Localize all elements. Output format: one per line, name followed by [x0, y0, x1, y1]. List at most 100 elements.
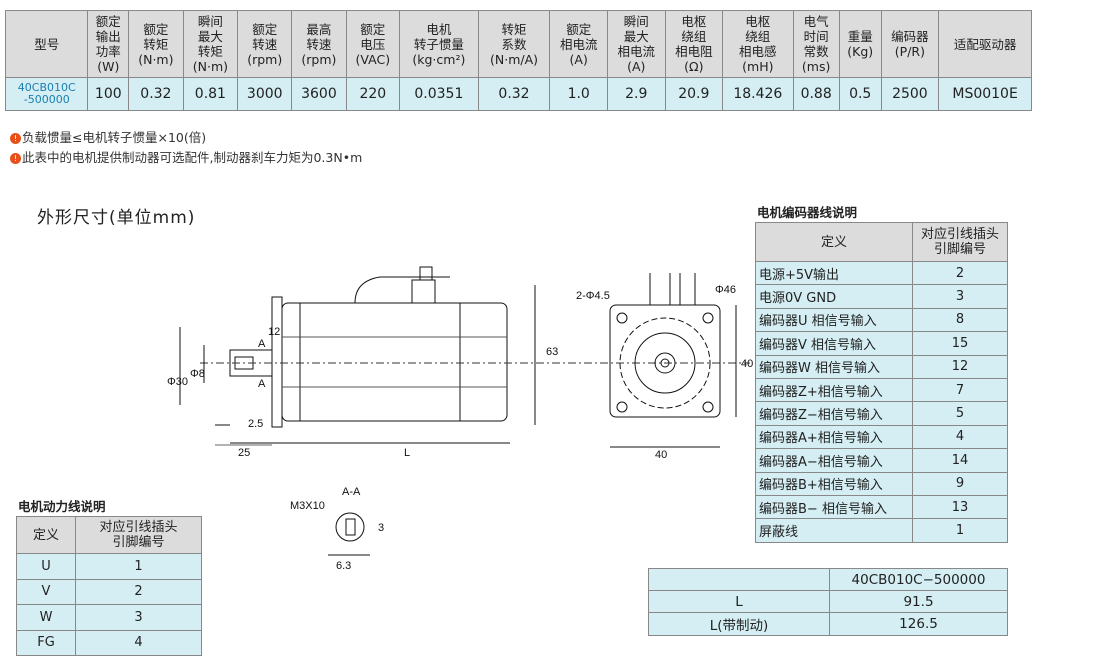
encoder-pin: 14 — [912, 448, 1008, 473]
label-thread: M3X10 — [290, 500, 325, 512]
spec-value-2: 0.32 — [128, 77, 184, 111]
power-pin: 3 — [75, 604, 202, 631]
encoder-definition: 编码器Z+相信号输入 — [755, 377, 913, 403]
power-table-title: 电机动力线说明 — [18, 499, 106, 514]
length-header-model: 40CB010C−500000 — [829, 568, 1008, 591]
spec-model: 40CB010C -500000 — [4, 77, 89, 111]
spec-value-1: 100 — [87, 77, 130, 111]
spec-value-6: 220 — [345, 77, 401, 111]
power-definition: V — [16, 578, 76, 605]
label-key-length: 12 — [268, 326, 280, 338]
power-definition: U — [16, 553, 76, 580]
spec-header-row: 型号额定输出功率(W)额定转矩(N·m)瞬间最大转矩(N·m)额定转速(rpm)… — [4, 10, 1032, 78]
spec-value-13: 0.88 — [792, 77, 840, 111]
spec-header-0: 型号 — [4, 10, 89, 78]
power-header-pin: 对应引线插头 引脚编号 — [75, 516, 202, 554]
power-definition: FG — [16, 629, 76, 656]
spec-value-10: 2.9 — [606, 77, 666, 111]
spec-value-15: 2500 — [880, 77, 940, 111]
encoder-pin: 7 — [912, 377, 1008, 403]
encoder-definition: 编码器U 相信号输入 — [755, 307, 913, 333]
spec-value-5: 3600 — [291, 77, 347, 111]
encoder-definition: 编码器A+相信号输入 — [755, 424, 913, 450]
encoder-pin: 4 — [912, 424, 1008, 450]
spec-header-14: 重量(Kg) — [838, 10, 882, 78]
encoder-pin: 9 — [912, 471, 1008, 496]
encoder-pin: 8 — [912, 307, 1008, 333]
spec-value-7: 0.0351 — [399, 77, 479, 111]
encoder-definition: 电源0V GND — [755, 284, 913, 309]
label-side: 40 — [741, 358, 753, 370]
encoder-pin: 1 — [912, 518, 1008, 543]
label-flange: 2.5 — [248, 418, 263, 430]
label-height: 63 — [546, 346, 558, 358]
note-2: !此表中的电机提供制动器可选配件,制动器刹车力矩为0.3N•m — [10, 147, 362, 166]
encoder-pin: 15 — [912, 331, 1008, 356]
note-icon: ! — [10, 133, 21, 144]
spec-header-6: 额定电压(VAC) — [345, 10, 401, 78]
section-outline — [335, 512, 365, 542]
encoder-table-title: 电机编码器线说明 — [757, 205, 858, 220]
encoder-pin: 3 — [912, 284, 1008, 309]
label-shaft-length: 25 — [238, 447, 250, 459]
encoder-definition: 屏蔽线 — [755, 518, 913, 543]
spec-value-11: 20.9 — [664, 77, 724, 111]
spec-table: 型号额定输出功率(W)额定转矩(N·m)瞬间最大转矩(N·m)额定转速(rpm)… — [4, 10, 1032, 111]
label-section-title: A-A — [342, 486, 361, 498]
spec-value-8: 0.32 — [477, 77, 551, 111]
encoder-pin: 13 — [912, 494, 1008, 520]
encoder-pin: 12 — [912, 354, 1008, 379]
encoder-definition: 编码器A−相信号输入 — [755, 448, 913, 473]
label-body-length: L — [404, 447, 410, 459]
encoder-definition: 编码器W 相信号输入 — [755, 354, 913, 379]
encoder-header-pin: 对应引线插头 引脚编号 — [912, 222, 1008, 262]
note-icon: ! — [10, 153, 21, 164]
spec-header-13: 电气时间常数(ms) — [792, 10, 840, 78]
encoder-definition: 编码器Z−相信号输入 — [755, 401, 913, 426]
spec-header-3: 瞬间最大转矩(N·m) — [182, 10, 239, 78]
spec-header-16: 适配驱动器 — [938, 10, 1032, 78]
note-1: !负载惯量≤电机转子惯量×10(倍) — [10, 127, 206, 146]
length-value: 126.5 — [829, 612, 1008, 636]
front-view-outline — [609, 304, 721, 418]
encoder-pin: 5 — [912, 401, 1008, 426]
spec-value-9: 1.0 — [549, 77, 608, 111]
table-row: L(带制动)126.5 — [648, 612, 1008, 636]
spec-header-8: 转矩系数(N·m/A) — [477, 10, 551, 78]
encoder-header-definition: 定义 — [755, 222, 913, 262]
power-definition: W — [16, 604, 76, 631]
label-key-depth: 3 — [378, 522, 384, 534]
motor-body-outline — [281, 302, 508, 422]
label-section-a: A — [258, 338, 266, 350]
power-pin: 1 — [75, 553, 202, 580]
encoder-definition: 编码器B+相信号输入 — [755, 471, 913, 496]
encoder-definition: 电源+5V输出 — [755, 260, 913, 286]
spec-header-2: 额定转矩(N·m) — [128, 10, 184, 78]
label-section-a-lower: A — [258, 378, 266, 390]
spec-header-11: 电枢绕组相电阻(Ω) — [664, 10, 724, 78]
label-key-width: 6.3 — [336, 560, 351, 572]
spec-value-3: 0.81 — [182, 77, 239, 111]
power-pin: 4 — [75, 629, 202, 656]
label-shaft-dia2: Φ8 — [190, 368, 205, 380]
motor-dimension-drawing: 12 A A 2.5 25 L 63 2-Φ4.5 Φ46 40 40 Φ30 … — [167, 266, 753, 572]
spec-value-16: MS0010E — [938, 77, 1032, 111]
encoder-pin: 2 — [912, 260, 1008, 286]
label-pcd: Φ46 — [715, 284, 736, 296]
dimensions-title: 外形尺寸(单位mm) — [37, 208, 196, 228]
spec-header-1: 额定输出功率(W) — [87, 10, 130, 78]
spec-header-10: 瞬间最大相电流(A) — [606, 10, 666, 78]
spec-value-14: 0.5 — [838, 77, 882, 111]
spec-header-9: 额定相电流(A) — [549, 10, 608, 78]
